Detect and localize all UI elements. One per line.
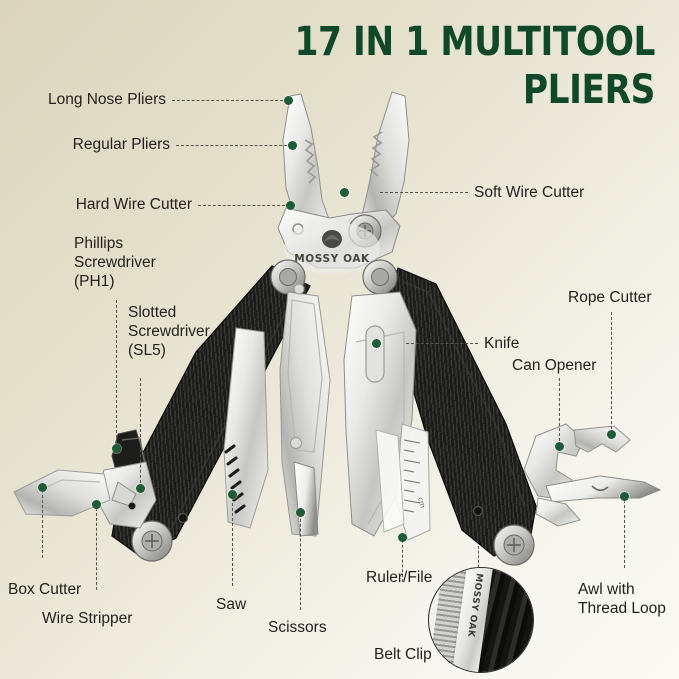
label-wire-stripper: Wire Stripper	[42, 610, 133, 627]
label-ruler-file: Ruler/File	[366, 569, 433, 586]
label-rope-cutter: Rope Cutter	[568, 289, 652, 306]
label-awl-with-thread-loop: Awl with Thread Loop	[578, 581, 666, 617]
leader-belt-clip	[478, 546, 479, 572]
label-scissors: Scissors	[268, 619, 327, 636]
leader-rope-cutter	[611, 312, 612, 434]
marker-slotted-screwdriver	[136, 484, 145, 493]
svg-text:cm: cm	[416, 496, 427, 509]
label-box-cutter: Box Cutter	[8, 581, 82, 598]
marker-awl-with-thread-loop	[620, 492, 629, 501]
marker-saw	[228, 490, 237, 499]
leader-scissors	[300, 514, 301, 610]
marker-scissors	[296, 508, 305, 517]
label-belt-clip: Belt Clip	[374, 646, 432, 663]
leader-soft-wire-cutter	[380, 192, 468, 193]
marker-knife	[372, 339, 381, 348]
leader-slotted-screwdriver	[140, 378, 141, 488]
marker-phillips-screwdriver	[112, 444, 121, 453]
marker-wire-stripper	[92, 500, 101, 509]
marker-rope-cutter	[607, 430, 616, 439]
marker-long-nose-pliers	[284, 96, 293, 105]
leader-ruler-file	[402, 540, 403, 582]
svg-text:MOSSY OAK: MOSSY OAK	[294, 253, 370, 265]
leader-phillips-screwdriver	[116, 300, 117, 448]
marker-soft-wire-cutter	[340, 188, 349, 197]
marker-regular-pliers	[288, 141, 297, 150]
label-soft-wire-cutter: Soft Wire Cutter	[474, 184, 585, 201]
leader-can-opener	[559, 378, 560, 446]
label-phillips-screwdriver: Phillips Screwdriver (PH1)	[74, 235, 156, 290]
leader-long-nose-pliers	[172, 100, 288, 101]
label-hard-wire-cutter: Hard Wire Cutter	[75, 196, 192, 213]
leader-saw	[232, 498, 233, 586]
leader-awl-with-thread-loop	[624, 500, 625, 568]
label-saw: Saw	[216, 596, 247, 613]
marker-ruler-file	[398, 533, 407, 542]
label-slotted-screwdriver: Slotted Screwdriver (SL5)	[128, 304, 210, 359]
title-line-1: 17 IN 1 MULTITOOL	[294, 19, 655, 65]
belt-clip-inset: MOSSY OAK	[428, 567, 534, 673]
label-regular-pliers: Regular Pliers	[72, 136, 170, 153]
leader-box-cutter	[42, 490, 43, 558]
title-line-2: PLIERS	[522, 67, 656, 113]
leader-hard-wire-cutter	[198, 205, 290, 206]
leader-knife	[406, 343, 478, 344]
marker-box-cutter	[38, 483, 47, 492]
leader-wire-stripper	[96, 508, 97, 590]
marker-hard-wire-cutter	[286, 201, 295, 210]
page-title: 17 IN 1 MULTITOOL PLIERS	[251, 18, 655, 114]
marker-can-opener	[555, 442, 564, 451]
label-can-opener: Can Opener	[512, 357, 597, 374]
belt-clip-brand-text: MOSSY OAK	[465, 572, 484, 638]
label-long-nose-pliers: Long Nose Pliers	[47, 91, 166, 108]
leader-regular-pliers	[176, 145, 292, 146]
label-knife: Knife	[484, 335, 520, 352]
